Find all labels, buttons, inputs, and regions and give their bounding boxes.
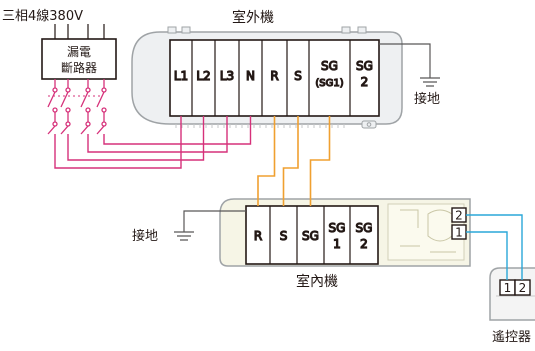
outdoor-ground (379, 43, 440, 87)
outdoor-terminal-s: S (294, 69, 302, 83)
indoor-ground (174, 210, 246, 241)
remote-controller-title: 遙控器 (492, 330, 532, 345)
outdoor-terminal-l1: L1 (174, 69, 188, 83)
signal-wire-3 (309, 116, 331, 206)
power-wire-1 (54, 116, 182, 169)
breaker-label-line1: 漏電 (67, 45, 91, 59)
outdoor-terminal-sg-sg1-sub: (SG1) (315, 78, 343, 89)
outdoor-terminal-sg-sg1: SG (321, 59, 338, 73)
outdoor-terminal-n: N (246, 69, 255, 83)
power-supply-label: 三相4線380V (2, 9, 83, 24)
breaker-switch-4 (96, 79, 107, 135)
outdoor-terminal-l2: L2 (196, 69, 210, 83)
remote-terminal-2-label: 2 (519, 281, 527, 295)
remote-terminal-1-label: 1 (504, 281, 512, 295)
indoor-unit: R S SG SG 1 SG 2 (219, 198, 471, 267)
indoor-remote-terminal-2-label: 2 (455, 209, 463, 223)
breaker-box (41, 38, 117, 80)
power-wire-3 (87, 116, 228, 153)
indoor-terminal-block (245, 205, 379, 265)
indoor-terminal-sg: SG (302, 229, 319, 243)
power-wires (54, 116, 252, 169)
indoor-terminal-s: S (280, 229, 288, 243)
power-wire-4 (103, 116, 252, 145)
breaker-switch-2 (60, 79, 71, 135)
outdoor-terminal-r: R (270, 69, 278, 83)
indoor-terminal-sg-2: SG (356, 221, 373, 235)
signal-wires (257, 116, 331, 206)
indoor-terminal-sg-2-sub: 2 (360, 237, 368, 251)
indoor-terminal-r: R (254, 229, 262, 243)
outdoor-unit: L1 L2 L3 N R S SG (SG1) SG 2 (131, 26, 403, 129)
signal-wire-1 (257, 116, 276, 206)
signal-wire-2 (282, 116, 299, 206)
breaker-label-line2: 斷路器 (61, 60, 97, 75)
breaker-switch-1 (47, 79, 58, 135)
indoor-ground-label: 接地 (132, 229, 159, 244)
power-wire-2 (67, 116, 205, 161)
outdoor-unit-title: 室外機 (232, 10, 274, 26)
outdoor-unit-grille (175, 124, 345, 128)
indoor-terminal-sg-1-sub: 1 (333, 237, 341, 251)
indoor-remote-terminal-1-label: 1 (455, 226, 463, 240)
outdoor-terminal-l3: L3 (220, 69, 234, 83)
outdoor-terminal-sg-2-sub: 2 (361, 75, 369, 89)
breaker: 漏電 斷路器 (41, 24, 117, 135)
remote-wires (466, 214, 523, 280)
breaker-switch-3 (80, 79, 91, 135)
indoor-terminal-sg-1: SG (329, 221, 346, 235)
indoor-unit-title: 室內機 (296, 274, 338, 290)
outdoor-ground-label: 接地 (414, 92, 441, 107)
remote-controller: 1 2 (489, 267, 535, 321)
outdoor-terminal-sg-2: SG (356, 59, 373, 73)
